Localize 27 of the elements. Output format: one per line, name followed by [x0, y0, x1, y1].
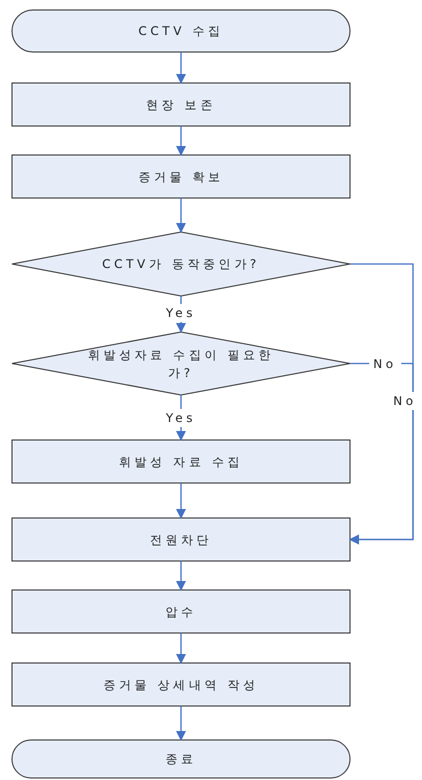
process-box — [12, 518, 350, 562]
node-label: 종료 — [165, 751, 197, 768]
process-box — [12, 440, 350, 484]
arrow — [176, 126, 186, 156]
arrow — [176, 706, 186, 741]
node-label: 전원차단 — [150, 532, 212, 548]
process-box — [12, 154, 350, 198]
decision-diamond — [12, 232, 350, 296]
arrow — [176, 52, 186, 84]
arrow — [176, 633, 186, 664]
process-box — [12, 590, 350, 634]
node-label: 증거물 확보 — [138, 168, 224, 186]
node-label: 휘발성자료 수집이 필요한가? — [86, 346, 276, 382]
arrow — [176, 561, 186, 591]
node-label: 압수 — [165, 604, 197, 620]
node-label: CCTV가 동작중인가? — [102, 256, 260, 273]
decision-diamond — [12, 332, 350, 396]
process-box — [12, 662, 350, 706]
arrow — [176, 198, 186, 233]
terminal-shape — [12, 10, 350, 52]
node-label: CCTV 수집 — [138, 23, 224, 40]
arrow — [176, 483, 186, 519]
node-label: 증거물 상세내역 작성 — [103, 676, 259, 694]
terminal-shape — [12, 740, 350, 778]
process-box — [12, 82, 350, 126]
node-label: 현장 보존 — [146, 96, 216, 114]
node-label: 휘발성 자료 수집 — [118, 454, 244, 470]
